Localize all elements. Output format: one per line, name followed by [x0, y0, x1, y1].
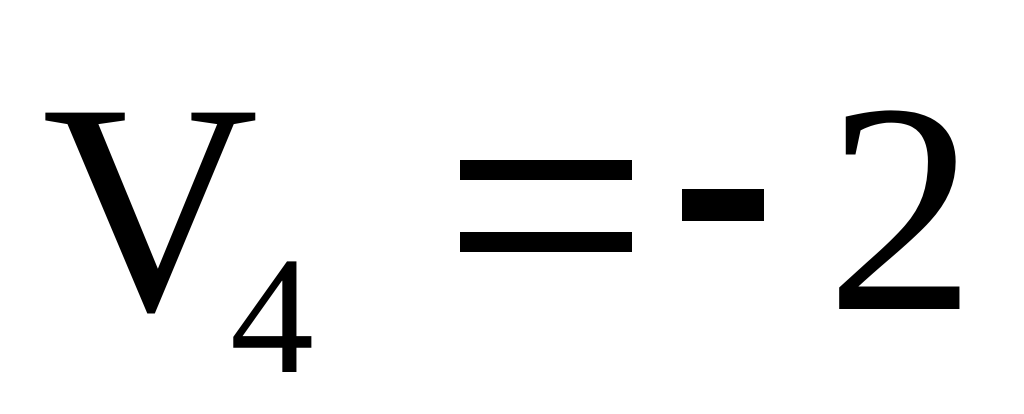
value-number: 2 — [826, 42, 976, 374]
minus-bar — [682, 189, 764, 221]
equals-sign-text: = — [0, 0, 1, 1]
subscript-4: 4 — [230, 223, 314, 409]
variable-v: V — [42, 42, 259, 374]
equals-bar-top — [460, 160, 632, 180]
minus-sign-text: - — [0, 0, 1, 1]
equals-bar-bottom — [460, 232, 632, 252]
